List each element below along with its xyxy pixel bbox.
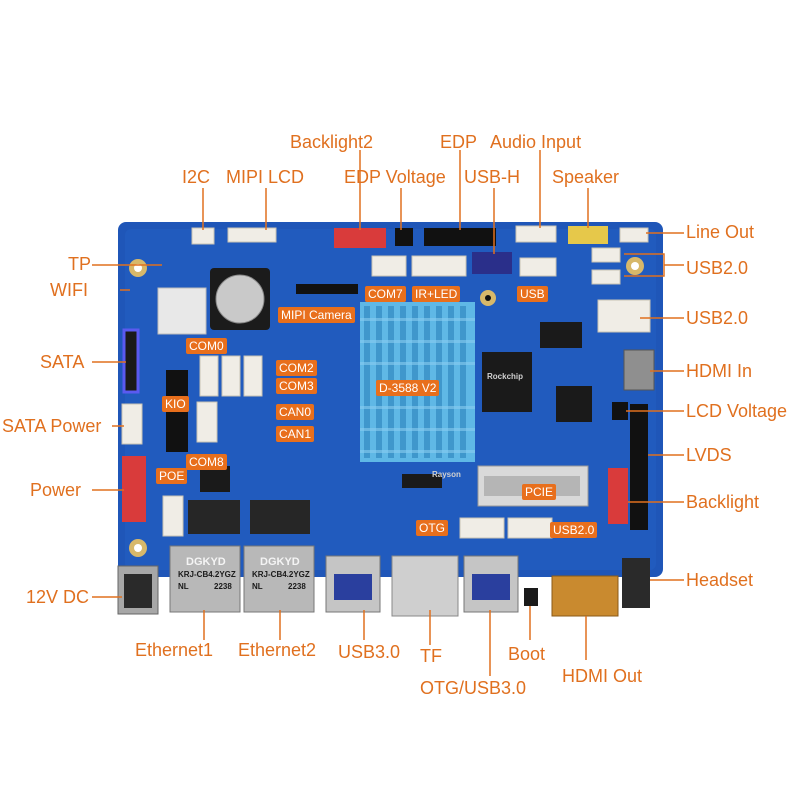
tag-mipi-camera: MIPI Camera — [278, 307, 355, 323]
eth2-brand: DGKYD — [260, 556, 300, 568]
label-backlight2: Backlight2 — [290, 132, 374, 152]
tag-can0: CAN0 — [276, 404, 315, 420]
label-usb-h: USB-H — [464, 167, 521, 187]
tag-com2: COM2 — [276, 360, 317, 376]
eth1-nl: NL — [178, 582, 189, 591]
headset-jack — [622, 558, 650, 608]
heatsink-brand: Rayson — [432, 470, 461, 479]
tag-kio: KIO — [162, 396, 189, 412]
edp-voltage-jumper — [395, 228, 413, 246]
otg-usb30-port-inner — [472, 574, 510, 600]
label-speaker: Speaker — [552, 167, 620, 187]
label-hdmi-out: HDMI Out — [562, 666, 643, 686]
label-tp: TP — [68, 254, 92, 274]
label-lvds: LVDS — [686, 445, 732, 465]
label-usb30: USB3.0 — [338, 642, 401, 662]
eth2-code: 2238 — [288, 582, 306, 591]
label-ethernet2: Ethernet2 — [238, 640, 317, 660]
tag-com3: COM3 — [276, 378, 317, 394]
backlight2-connector — [334, 228, 386, 248]
usb30-port-inner — [334, 574, 372, 600]
label-wifi: WIFI — [50, 280, 88, 300]
label-sata-power: SATA Power — [2, 416, 102, 436]
label-i2c: I2C — [182, 167, 211, 187]
sata-connector — [122, 328, 140, 394]
label-edp: EDP — [440, 132, 478, 152]
soc-brand: Rockchip — [487, 372, 524, 381]
wifi-module — [157, 287, 207, 335]
chip — [556, 386, 592, 422]
tag-com8: COM8 — [186, 454, 227, 470]
tag-com0: COM0 — [186, 338, 227, 354]
hdmi-out-port — [551, 575, 619, 617]
label-hdmi-in: HDMI In — [686, 361, 753, 381]
tag-poe: POE — [156, 468, 188, 484]
label-12v-dc: 12V DC — [26, 587, 90, 607]
mipi-camera-connector — [296, 284, 358, 294]
label-usb20-b: USB2.0 — [686, 308, 749, 328]
label-usb20-a: USB2.0 — [686, 258, 749, 278]
lcd-voltage-jumper — [612, 402, 628, 420]
tag-d3588: D-3588 V2 — [376, 380, 440, 396]
chip — [540, 322, 582, 348]
eth1-code: 2238 — [214, 582, 232, 591]
label-otg-usb30: OTG/USB3.0 — [420, 678, 527, 698]
chip — [402, 474, 442, 488]
label-ethernet1: Ethernet1 — [135, 640, 214, 660]
lvds-header — [630, 404, 648, 530]
tag-can1: CAN1 — [276, 426, 315, 442]
label-power: Power — [30, 480, 82, 500]
hdmi-in-port — [623, 349, 655, 391]
eth1-brand: DGKYD — [186, 556, 226, 568]
transformer — [188, 500, 240, 534]
tag-usb: USB — [517, 286, 548, 302]
label-sata: SATA — [40, 352, 85, 372]
label-headset: Headset — [686, 570, 754, 590]
dc-jack-body — [124, 574, 152, 608]
label-edp-voltage: EDP Voltage — [344, 167, 446, 187]
speaker-connector — [568, 226, 608, 244]
label-tf: TF — [420, 646, 442, 666]
chip — [200, 466, 230, 492]
tag-otg: OTG — [416, 520, 448, 536]
connectors — [121, 225, 651, 539]
usb-h-connector — [472, 252, 512, 274]
eth2-model: KRJ-CB4.2YGZ — [252, 570, 310, 579]
backlight-connector — [608, 468, 628, 524]
label-mipi-lcd: MIPI LCD — [226, 167, 305, 187]
label-backlight: Backlight — [686, 492, 760, 512]
tag-pcie: PCIE — [522, 484, 557, 500]
label-boot: Boot — [508, 644, 546, 664]
tag-ir-led: IR+LED — [412, 286, 461, 302]
tf-slot — [391, 555, 459, 617]
power-connector — [122, 456, 146, 522]
label-lcd-voltage: LCD Voltage — [686, 401, 788, 421]
label-line-out: Line Out — [686, 222, 755, 242]
tag-usb20: USB2.0 — [550, 522, 598, 538]
edp-connector — [424, 228, 496, 246]
eth2-nl: NL — [252, 582, 263, 591]
ethernet2-port — [243, 545, 315, 613]
boot-button — [524, 588, 538, 606]
transformer — [250, 500, 310, 534]
eth1-model: KRJ-CB4.2YGZ — [178, 570, 236, 579]
leader-lines — [92, 150, 684, 676]
soc-chip — [482, 352, 532, 412]
tag-com7: COM7 — [365, 286, 406, 302]
label-audio-input: Audio Input — [490, 132, 582, 152]
ethernet1-port — [169, 545, 241, 613]
rtc-battery — [215, 274, 265, 324]
